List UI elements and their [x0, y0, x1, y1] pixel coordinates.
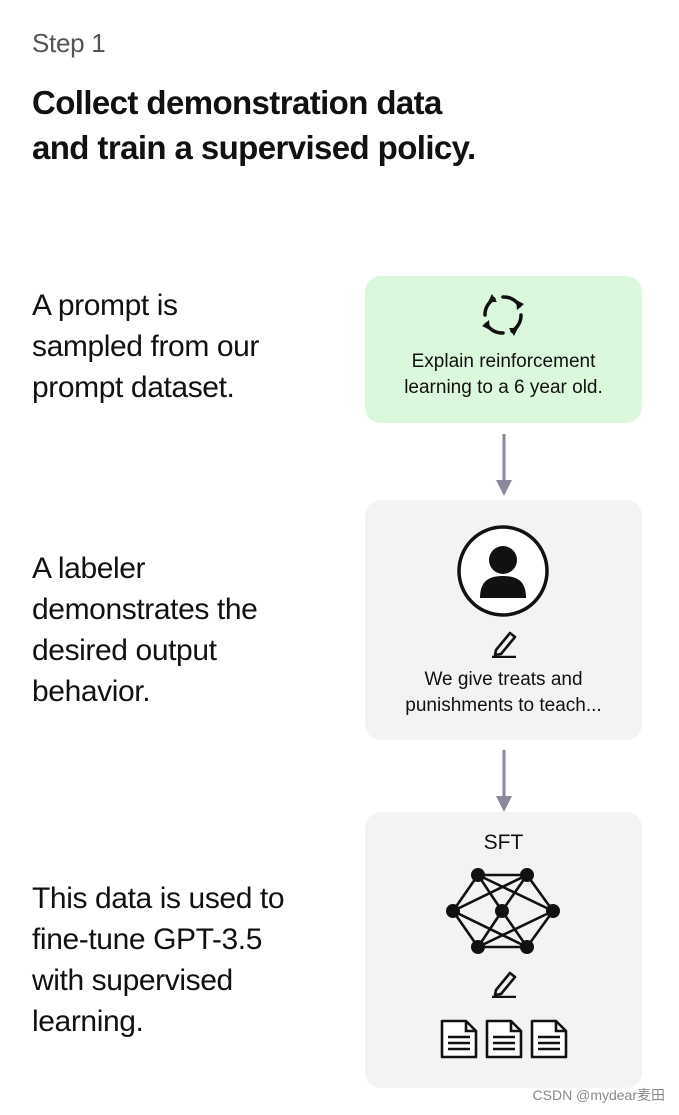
description-line: desired output — [32, 634, 217, 667]
description-line: with supervised — [32, 964, 233, 997]
down-arrow-icon — [496, 434, 512, 496]
labeler-card: We give treats and punishments to teach.… — [365, 500, 642, 740]
description-line: sampled from our — [32, 330, 260, 363]
page-title: Collect demonstration data and train a s… — [32, 80, 652, 170]
document-icon — [485, 1019, 523, 1059]
description-line: A labeler — [32, 552, 146, 585]
step-2-description: A labeler demonstrates the desired outpu… — [32, 548, 332, 712]
description-line: This data is used to — [32, 882, 285, 915]
description-line: prompt dataset. — [32, 371, 235, 404]
pencil-icon — [492, 971, 517, 998]
description-line: demonstrates the — [32, 593, 258, 626]
down-arrow-icon — [496, 750, 512, 812]
step-3-description: This data is used to fine-tune GPT-3.5 w… — [32, 878, 332, 1042]
demonstration-line: punishments to teach... — [405, 695, 602, 716]
watermark: CSDN @mydear麦田 — [532, 1087, 665, 1103]
neural-network-icon — [446, 868, 560, 954]
document-icon — [440, 1019, 478, 1059]
refresh-cycle-icon — [482, 294, 524, 336]
demonstration-text: We give treats and punishments to teach.… — [365, 667, 642, 719]
pencil-icon — [492, 631, 517, 658]
title-line-2: and train a supervised policy. — [32, 129, 476, 166]
demonstration-line: We give treats and — [424, 669, 583, 690]
description-line: learning. — [32, 1005, 144, 1038]
prompt-line: Explain reinforcement — [411, 351, 596, 372]
step-1-description: A prompt is sampled from our prompt data… — [32, 285, 332, 408]
prompt-card: Explain reinforcement learning to a 6 ye… — [365, 276, 642, 423]
user-avatar-icon — [457, 525, 549, 617]
sft-label: SFT — [483, 831, 524, 854]
description-line: fine-tune GPT-3.5 — [32, 923, 262, 956]
sft-card: SFT — [365, 812, 642, 1088]
document-icon — [530, 1019, 568, 1059]
description-line: A prompt is — [32, 289, 178, 322]
title-line-1: Collect demonstration data — [32, 84, 442, 121]
prompt-line: learning to a 6 year old. — [404, 377, 603, 398]
step-label: Step 1 — [32, 28, 106, 58]
prompt-text: Explain reinforcement learning to a 6 ye… — [365, 349, 642, 401]
description-line: behavior. — [32, 675, 151, 708]
